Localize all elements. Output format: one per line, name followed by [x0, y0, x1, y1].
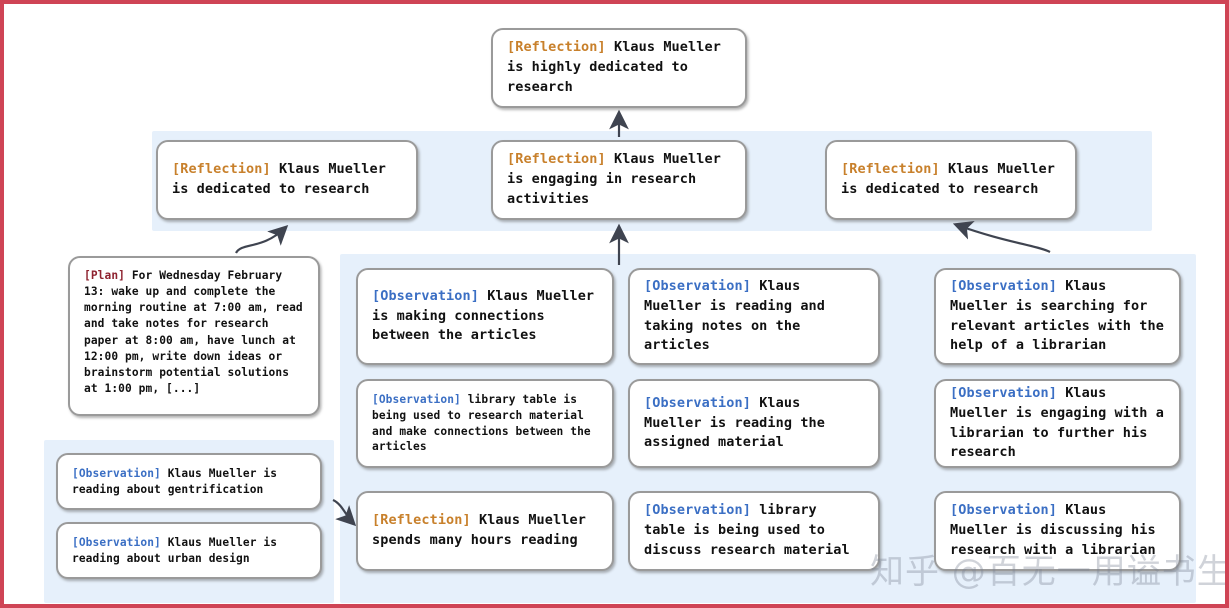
node-column-a-3[interactable]: [Reflection] Klaus Mueller spends many h…	[356, 491, 614, 571]
node-text: Klaus Mueller is engaging in research ac…	[507, 151, 730, 207]
watermark-text: 知乎 @百无一用谥书生	[870, 552, 1229, 592]
node-tag: [Observation]	[644, 502, 751, 519]
node-root-reflection[interactable]: [Reflection] Klaus Mueller is highly ded…	[491, 28, 747, 108]
node-column-b-2[interactable]: [Observation] Klaus Mueller is reading t…	[628, 379, 880, 468]
node-column-a-1[interactable]: [Observation] Klaus Mueller is making co…	[356, 268, 614, 365]
node-tag: [Observation]	[372, 287, 479, 304]
node-text: Klaus Mueller is reading about gentrific…	[72, 466, 284, 496]
node-text: Klaus Mueller is dedicated to research	[172, 161, 395, 197]
node-text: library table is being used to research …	[372, 392, 598, 454]
node-tag: [Reflection]	[507, 39, 606, 56]
node-left-observation-1[interactable]: [Observation] Klaus Mueller is reading a…	[56, 453, 322, 510]
node-text: Klaus Mueller is reading and taking note…	[644, 277, 834, 354]
node-text: library table is being used to discuss r…	[644, 502, 850, 558]
node-column-c-1[interactable]: [Observation] Klaus Mueller is searching…	[934, 268, 1181, 365]
node-plan[interactable]: [Plan] For Wednesday February 13: wake u…	[68, 256, 320, 416]
node-tag: [Plan]	[84, 269, 126, 282]
node-reflection-1[interactable]: [Reflection] Klaus Mueller is dedicated …	[156, 140, 418, 220]
node-text: Klaus Mueller is searching for relevant …	[950, 277, 1173, 354]
node-tag: [Observation]	[950, 502, 1057, 519]
node-text: Klaus Mueller is reading about urban des…	[72, 535, 284, 565]
node-text: Klaus Mueller is dedicated to research	[841, 161, 1064, 197]
arrow-plan-to-ref1	[235, 224, 289, 254]
node-column-b-1[interactable]: [Observation] Klaus Mueller is reading a…	[628, 268, 880, 365]
node-text: Klaus Mueller is engaging with a librari…	[950, 384, 1173, 461]
node-tag: [Observation]	[644, 394, 751, 411]
node-tag: [Reflection]	[841, 161, 940, 178]
node-text: Klaus Mueller is highly dedicated to res…	[507, 39, 730, 95]
node-column-a-2[interactable]: [Observation] library table is being use…	[356, 379, 614, 468]
node-tag: [Reflection]	[172, 161, 271, 178]
node-text: Klaus Mueller is making connections betw…	[372, 287, 603, 344]
node-tag: [Reflection]	[507, 151, 606, 168]
node-text: Klaus Mueller is discussing his research…	[950, 502, 1164, 558]
node-left-observation-2[interactable]: [Observation] Klaus Mueller is reading a…	[56, 522, 322, 579]
node-column-c-2[interactable]: [Observation] Klaus Mueller is engaging …	[934, 379, 1181, 468]
node-tag: [Observation]	[372, 392, 461, 406]
node-reflection-2[interactable]: [Reflection] Klaus Mueller is engaging i…	[491, 140, 747, 220]
node-tag: [Observation]	[72, 466, 161, 480]
node-tag: [Observation]	[950, 277, 1057, 294]
node-reflection-3[interactable]: [Reflection] Klaus Mueller is dedicated …	[825, 140, 1077, 220]
node-text: For Wednesday February 13: wake up and c…	[84, 269, 310, 395]
node-text: Klaus Mueller spends many hours reading	[372, 512, 595, 548]
node-column-c-3[interactable]: [Observation] Klaus Mueller is discussin…	[934, 491, 1181, 571]
node-text: Klaus Mueller is reading the assigned ma…	[644, 394, 834, 451]
node-column-b-3[interactable]: [Observation] library table is being use…	[628, 491, 880, 571]
node-tag: [Reflection]	[372, 512, 471, 529]
node-tag: [Observation]	[72, 535, 161, 549]
node-tag: [Observation]	[644, 277, 751, 294]
node-tag: [Observation]	[950, 384, 1057, 401]
